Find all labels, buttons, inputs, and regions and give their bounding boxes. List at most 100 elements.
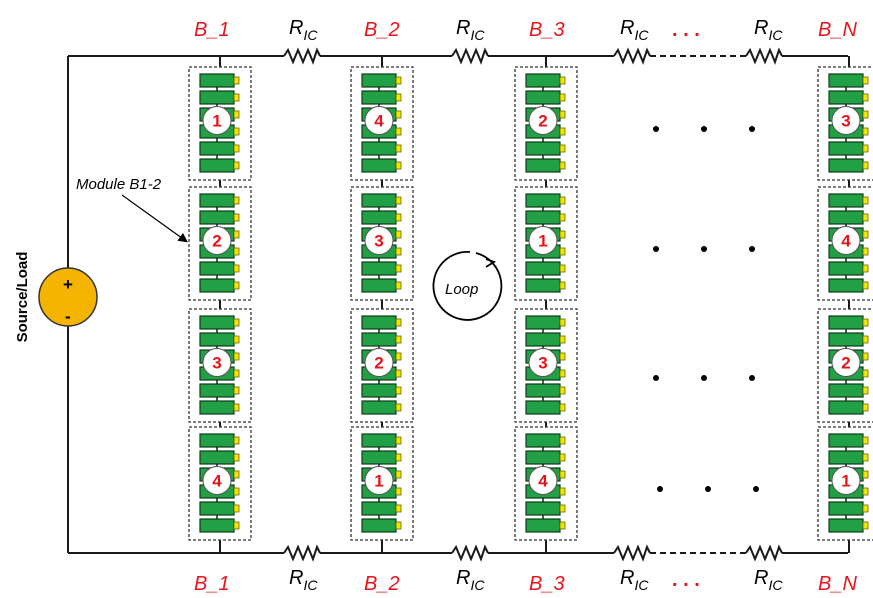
battery-cell-terminal [862, 247, 869, 256]
battery-cell [828, 433, 864, 448]
battery-cell-terminal [862, 436, 869, 445]
battery-cell-terminal [395, 487, 402, 496]
module-annotation-arrow [121, 194, 188, 243]
module-number-badge [364, 466, 394, 495]
battery-cell-terminal [559, 144, 566, 153]
branch-label-top-2: B_2 [364, 19, 400, 41]
battery-cell [199, 158, 235, 173]
battery-cell-terminal [559, 403, 566, 412]
battery-cell-terminal [395, 318, 402, 327]
battery-cell-terminal [862, 110, 869, 119]
battery-cell [525, 210, 561, 225]
module-number: 3 [841, 112, 850, 131]
battery-cell-terminal [559, 93, 566, 102]
battery-cell [361, 450, 397, 465]
loop-label: Loop [445, 281, 478, 298]
module-border [188, 66, 252, 181]
battery-cell-terminal [559, 76, 566, 85]
battery-cell-terminal [559, 110, 566, 119]
battery-cell-terminal [233, 144, 240, 153]
battery-cell-terminal [233, 352, 240, 361]
battery-cell [828, 332, 864, 347]
battery-cell-terminal [233, 127, 240, 136]
battery-cell [525, 261, 561, 276]
battery-cell [525, 73, 561, 88]
module-border [514, 308, 578, 423]
battery-cell-terminal [395, 281, 402, 290]
module-number-badge [831, 106, 861, 135]
battery-cell-terminal [233, 281, 240, 290]
battery-cell [199, 210, 235, 225]
battery-cell-terminal [862, 230, 869, 239]
battery-cell [199, 383, 235, 398]
battery-cell-terminal [862, 127, 869, 136]
battery-cell-terminal [862, 213, 869, 222]
module-number: 4 [374, 112, 384, 131]
battery-cell-terminal [395, 213, 402, 222]
battery-cell-terminal [862, 76, 869, 85]
module-number: 4 [841, 232, 851, 251]
module-number: 3 [212, 354, 221, 373]
battery-cell-terminal [395, 230, 402, 239]
ellipsis-top: . . . [672, 19, 700, 41]
battery-cell-terminal [233, 386, 240, 395]
battery-cell-terminal [395, 161, 402, 170]
battery-cell-terminal [559, 504, 566, 513]
battery-module: 4 [514, 426, 578, 541]
module-border [514, 66, 578, 181]
battery-cell-terminal [233, 487, 240, 496]
loop-arrow [432, 251, 503, 321]
battery-cell-terminal [862, 144, 869, 153]
battery-cell-terminal [862, 403, 869, 412]
battery-cell-terminal [559, 264, 566, 273]
battery-cell [525, 501, 561, 516]
battery-cell [828, 400, 864, 415]
battery-cell [361, 332, 397, 347]
battery-cell-terminal [559, 521, 566, 530]
continuation-dot [657, 486, 663, 492]
resistor-top-n [745, 47, 783, 65]
battery-cell-terminal [559, 487, 566, 496]
battery-module: 4 [350, 66, 414, 181]
battery-cell [361, 193, 397, 208]
battery-cell [828, 73, 864, 88]
module-number-badge [831, 466, 861, 495]
battery-cell [199, 332, 235, 347]
battery-cell [199, 193, 235, 208]
battery-cell-terminal [862, 93, 869, 102]
battery-cell [361, 433, 397, 448]
battery-cell [525, 518, 561, 533]
battery-cell [361, 73, 397, 88]
battery-cell-terminal [233, 436, 240, 445]
module-number: 2 [841, 354, 850, 373]
battery-cell [828, 315, 864, 330]
battery-cell-terminal [233, 76, 240, 85]
battery-cell [361, 141, 397, 156]
battery-cell-terminal [395, 110, 402, 119]
battery-module: 2 [817, 308, 873, 423]
battery-cell-terminal [559, 352, 566, 361]
battery-cell-terminal [395, 521, 402, 530]
module-border [188, 308, 252, 423]
battery-cell [199, 90, 235, 105]
resistor-top-2 [451, 47, 489, 65]
battery-cell [828, 261, 864, 276]
battery-cell-terminal [233, 213, 240, 222]
battery-module: 2 [188, 186, 252, 301]
battery-cell-terminal [862, 335, 869, 344]
battery-cell-terminal [395, 264, 402, 273]
battery-cell [199, 501, 235, 516]
battery-cell [361, 400, 397, 415]
module-border [817, 186, 873, 301]
battery-cell [361, 278, 397, 293]
battery-cell-terminal [862, 196, 869, 205]
module-number: 1 [841, 472, 850, 491]
battery-module: 1 [188, 66, 252, 181]
module-border [350, 426, 414, 541]
resistor-label-bottom-2: RIC [456, 567, 485, 593]
battery-cell [525, 383, 561, 398]
battery-cell-terminal [559, 318, 566, 327]
battery-cell [361, 501, 397, 516]
